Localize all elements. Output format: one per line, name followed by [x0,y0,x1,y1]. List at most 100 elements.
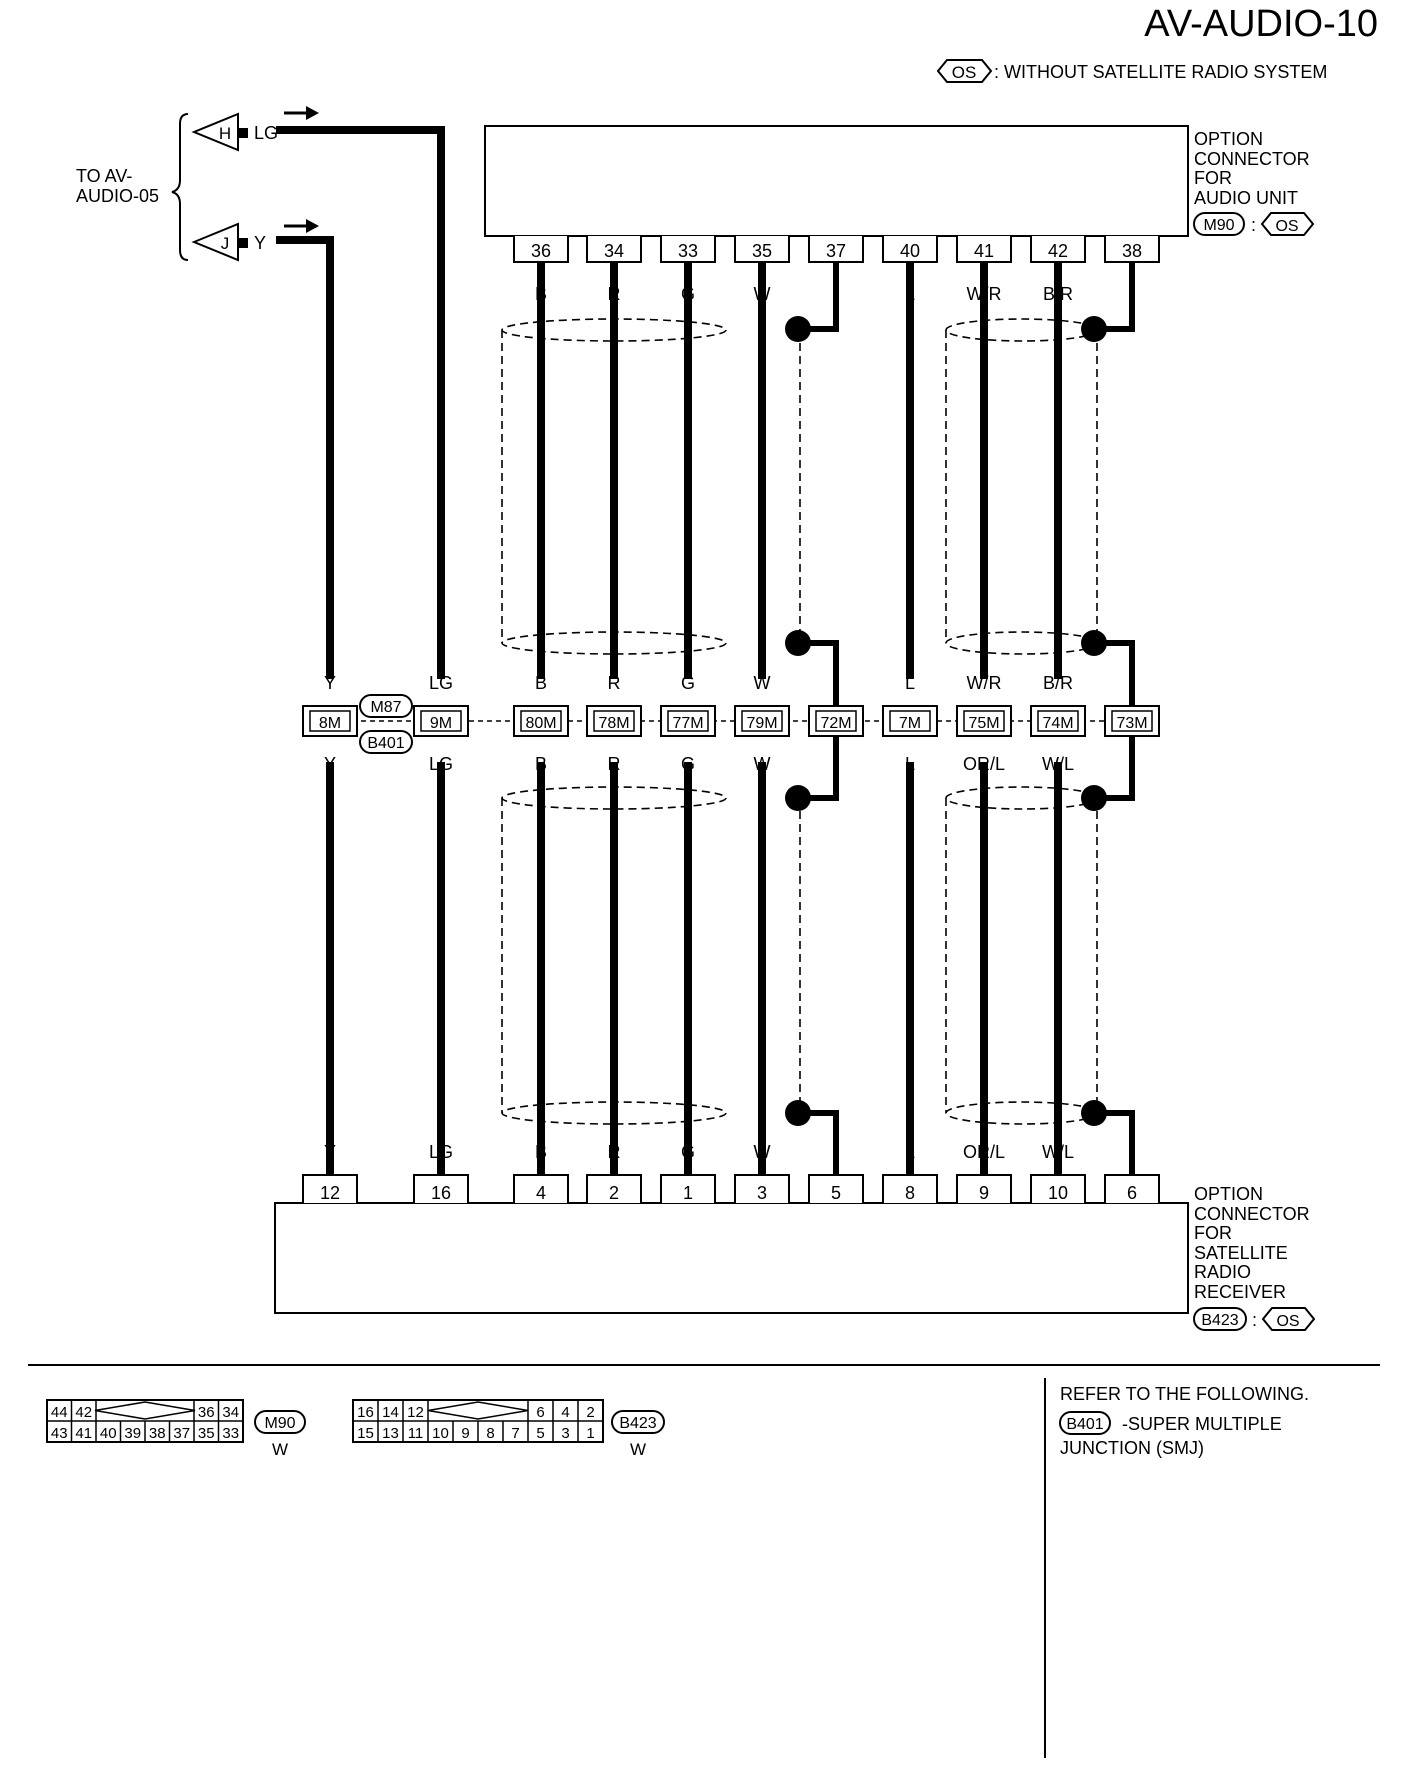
bottom-pin-number: 9 [979,1183,989,1203]
b423-pin-3: 3 [561,1425,569,1442]
drain-wire [808,262,839,332]
top-color-label: G [681,284,695,304]
junction-top-color: LG [429,673,453,693]
junction-top-color: Y [324,673,336,693]
connector-m87-badge [359,694,413,718]
sat-separator: : [1252,1310,1257,1330]
connector-m90-label: M90 [1203,217,1234,234]
junction-terminal-label: 79M [746,715,777,732]
junction-terminal-label: 77M [672,715,703,732]
b423-pin-1: 1 [586,1425,594,1442]
connector-h-id: H [219,124,231,143]
bottom-color-label: L [905,1142,915,1162]
junction-top-color: B/R [1043,673,1073,693]
top-pin-number: 33 [678,241,698,261]
connector-m90-pinout-color: W [272,1440,288,1459]
bottom-color-label: W/L [1042,1142,1074,1162]
b423-pin-2: 2 [586,1404,594,1421]
b423-pin-6: 6 [536,1404,544,1421]
connector-m90-pinout-badge [254,1410,306,1434]
junction-terminal-label: 75M [968,715,999,732]
bottom-color-label: OR/L [963,1142,1005,1162]
junction-terminal-label: 73M [1116,715,1147,732]
external-connectors: TO AV- AUDIO-05 H LG J Y [76,106,319,262]
drain-wire [1104,262,1135,332]
b423-pin-14: 14 [382,1404,399,1421]
junction-terminal-label: 7M [899,715,921,732]
junction-top-color: R [608,673,621,693]
connector-b423-badge [1193,1307,1247,1331]
m90-pin-38: 38 [149,1425,166,1442]
m90-pin-37: 37 [173,1425,190,1442]
shield-ground-dot [1081,316,1107,342]
wire-5: 331GGGG77M [660,236,716,1203]
shield-ground-dot [785,630,811,656]
top-color-label: B [535,284,547,304]
bottom-pin-number: 8 [905,1183,915,1203]
junction-top-color: L [905,673,915,693]
junction-terminal-label: 80M [525,715,556,732]
refer-line2: JUNCTION (SMJ) [1060,1438,1204,1458]
shield-ground-dot [785,1100,811,1126]
top-color-label: W [754,284,771,304]
shield-ellipse [945,1101,1099,1125]
shield-ellipse [945,631,1099,655]
junction-terminal-label: 78M [598,715,629,732]
m90-pin-39: 39 [124,1425,141,1442]
bottom-color-label: G [681,1142,695,1162]
legend: OS : WITHOUT SATELLITE RADIO SYSTEM [936,59,1327,83]
b423-pin-8: 8 [486,1425,494,1442]
junction-top-color: G [681,673,695,693]
bottom-pin-number: 10 [1048,1183,1068,1203]
connector-b401-label: B401 [367,735,404,752]
top-color-label: W/R [967,284,1002,304]
b423-pin-10: 10 [432,1425,449,1442]
junction-terminal-label: 8M [319,715,341,732]
m90-pin-40: 40 [100,1425,117,1442]
connector-m87-label: M87 [370,699,401,716]
sat-line3: FOR [1194,1223,1232,1243]
junction-top-color: W/R [967,673,1002,693]
drain-wire [808,736,839,801]
wire-1: 12YYY8M [276,236,358,1203]
m90-pin-43: 43 [51,1425,68,1442]
drain-wire [1104,1110,1135,1175]
connector-j: J Y [191,219,319,262]
connector-b401-ref-badge [1059,1411,1111,1435]
top-pin-number: 42 [1048,241,1068,261]
junction-top-color: W [754,673,771,693]
audio-unit-line4: AUDIO UNIT [1194,188,1298,208]
b423-pin-9: 9 [461,1425,469,1442]
b423-pin-7: 7 [511,1425,519,1442]
audio-unit-box [484,125,1189,237]
shield-ellipse [945,318,1099,342]
legend-badge-text: OS [952,63,977,82]
bottom-color-label: Y [324,1142,336,1162]
top-pin-number: 36 [531,241,551,261]
connector-j-color: Y [254,233,266,253]
bottom-color-label: B [535,1142,547,1162]
junction-terminal-label: 74M [1042,715,1073,732]
b423-pin-4: 4 [561,1404,569,1421]
shield-ground-dot [1081,785,1107,811]
top-pin-number: 35 [752,241,772,261]
top-pin-number: 37 [826,241,846,261]
wire-6: 353WWWW79M [734,236,790,1203]
m90-pin-34: 34 [222,1404,239,1421]
bottom-pin-number: 16 [431,1183,451,1203]
satellite-receiver: OPTION CONNECTOR FOR SATELLITE RADIO REC… [274,1184,1316,1331]
top-color-label: B/R [1043,284,1073,304]
sat-line2: CONNECTOR [1194,1204,1310,1224]
refer-line1: -SUPER MULTIPLE [1122,1414,1282,1434]
m90-pin-41: 41 [75,1425,92,1442]
b423-pin-16: 16 [357,1404,374,1421]
top-pin-number: 40 [900,241,920,261]
connector-b423-label: B423 [1201,1312,1238,1329]
wire-upper [276,236,334,679]
refer-title: REFER TO THE FOLLOWING. [1060,1384,1309,1404]
bottom-color-label: R [608,1142,621,1162]
